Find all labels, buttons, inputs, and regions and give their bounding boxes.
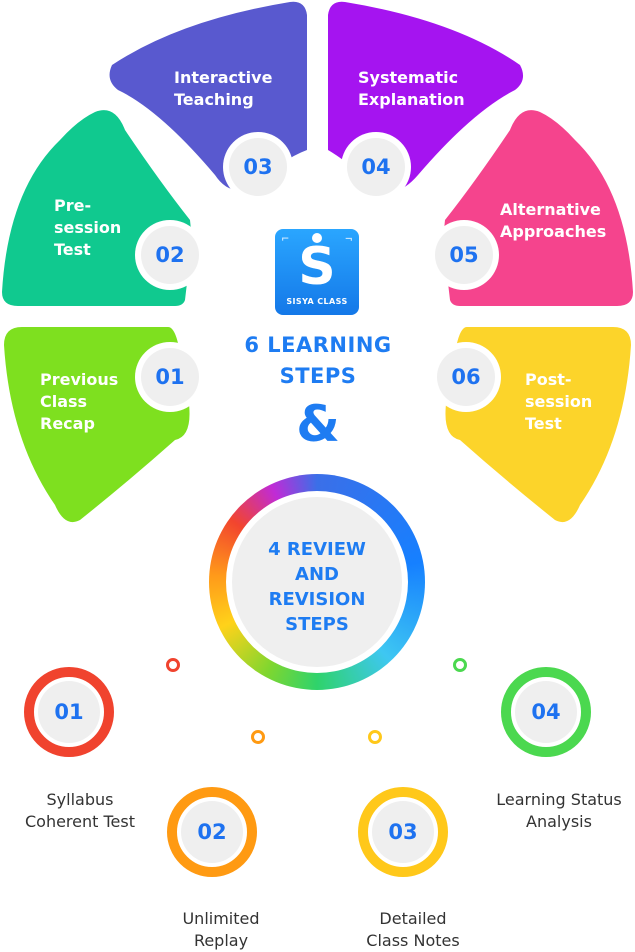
step-04-number: 04 [347,138,405,196]
step-05-label: Alternative Approaches [500,200,607,241]
review-steps-title: 4 REVIEW AND REVISION STEPS [268,539,366,635]
step-06-label: Post- session Test [525,370,593,433]
review-step-02-circle: 02 [167,787,257,877]
step-02-label: Pre- session Test [54,196,122,259]
logo-bracket-right-icon: ¬ [344,234,353,245]
learning-steps-title: 6 LEARNING STEPS [244,333,392,388]
logo-letter: S [298,237,336,297]
review-ring-center [232,497,402,667]
step-05-number: 05 [435,226,493,284]
review-step-04-number: 04 [515,681,577,743]
review-step-03-circle: 03 [358,787,448,877]
step-01-label: Previous Class Recap [40,370,119,433]
decor-dot-orange [251,730,265,744]
logo-dot-icon [312,233,322,243]
review-step-01-circle: 01 [24,667,114,757]
step-03-number: 03 [229,138,287,196]
step-06-number: 06 [437,348,495,406]
logo-name: SISYA CLASS [286,297,348,306]
review-step-01-number: 01 [38,681,100,743]
logo-bracket-left-icon: ⌐ [281,234,290,245]
review-step-02-number: 02 [181,801,243,863]
step-03-label: Interactive Teaching [174,68,273,109]
step-01-number: 01 [141,348,199,406]
ampersand: & [296,395,340,453]
decor-dot-yellow [368,730,382,744]
sisya-class-logo: ⌐ ¬ S SISYA CLASS [275,229,359,315]
decor-dot-red [166,658,180,672]
review-step-02-label: Unlimited Replay [182,909,260,950]
step-02-number: 02 [141,226,199,284]
decor-dot-green [453,658,467,672]
review-step-01-label: Syllabus Coherent Test [24,790,136,831]
review-step-04-circle: 04 [501,667,591,757]
review-step-03-label: Detailed Class Notes [366,909,460,950]
review-step-04-label: Learning Status Analysis [496,790,622,831]
step-04-label: Systematic Explanation [358,68,465,109]
review-step-03-number: 03 [372,801,434,863]
